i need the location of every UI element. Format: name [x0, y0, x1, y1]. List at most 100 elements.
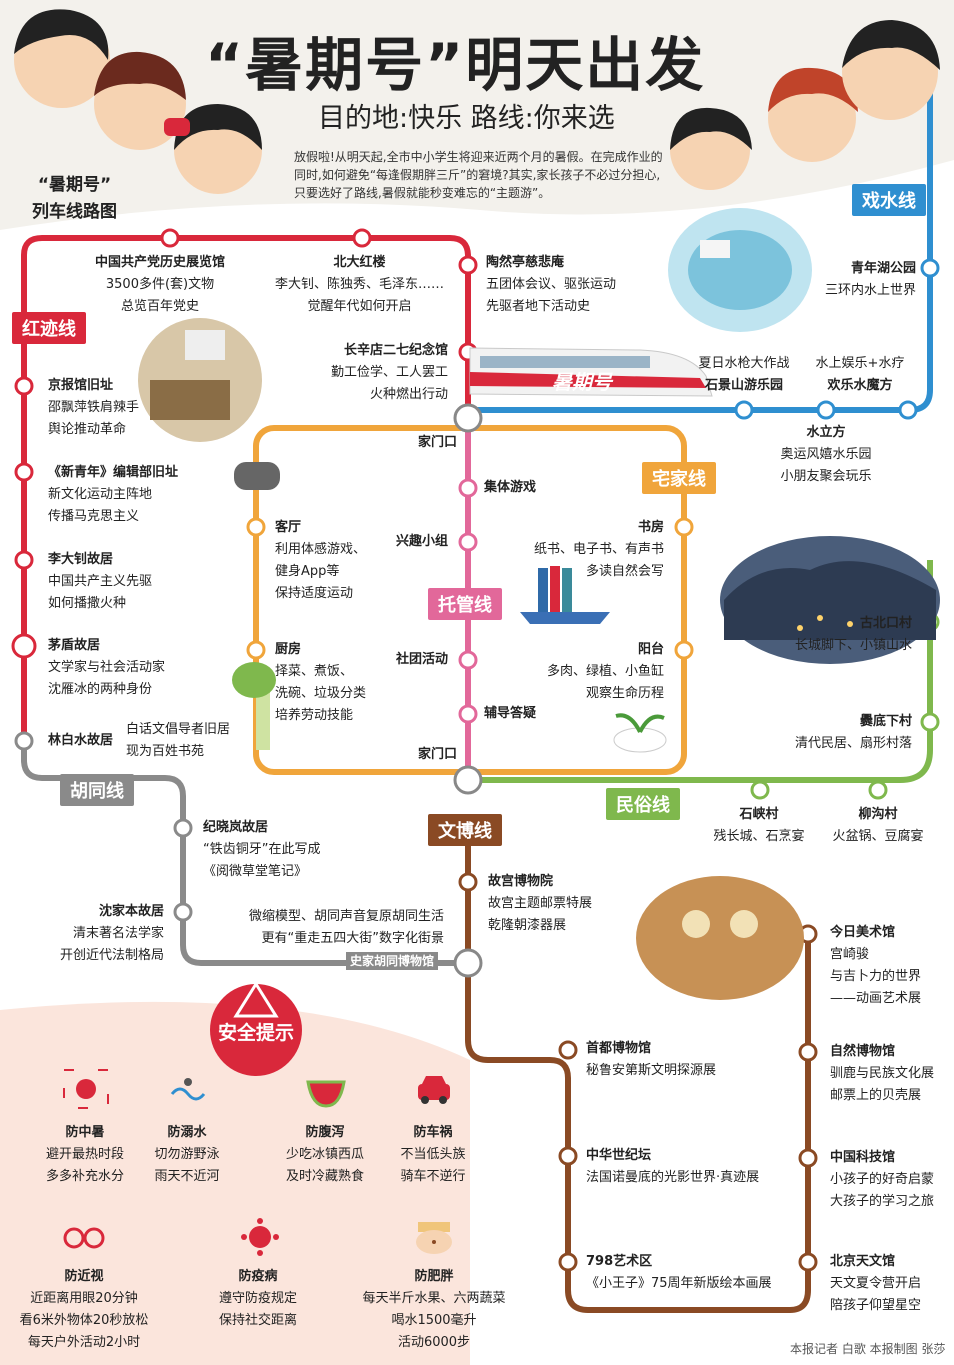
kids-illustration	[14, 9, 940, 194]
station-marker	[458, 872, 478, 892]
station-blue3: 水上娱乐+水疗欢乐水魔方	[815, 356, 905, 393]
station-marker	[352, 228, 372, 248]
catbus-photo	[636, 876, 804, 1000]
station-marker	[160, 228, 180, 248]
town-photo	[720, 536, 940, 664]
station-marker	[558, 1252, 578, 1272]
station-marker	[798, 1252, 818, 1272]
pink-station-4: 辅导答疑	[484, 706, 537, 721]
credit-line: 本报记者 白歌 本报制图 张莎	[790, 1342, 946, 1356]
map-legend: “暑期号” 列车线路图	[32, 172, 117, 226]
station-marker	[14, 462, 34, 482]
station-gray3: 史家胡同博物馆	[346, 952, 439, 970]
transfer-hub	[453, 403, 483, 433]
line-tag-blue: 戏水线	[852, 184, 926, 216]
station-orange4: 阳台多肉、绿植、小鱼缸观察生命历程	[546, 642, 664, 701]
station-green4: 柳沟村火盆锅、豆腐宴	[832, 807, 924, 844]
station-marker	[458, 478, 478, 498]
safety-item-3: 防腹泻少吃冰镇西瓜及时冷藏熟食	[285, 1125, 364, 1184]
line-tag-gray: 胡同线	[60, 774, 134, 806]
plant-illustration	[613, 713, 667, 753]
station-brown7: 中国科技馆小孩子的好奇启蒙大孩子的学习之旅	[830, 1150, 935, 1209]
safety-background	[0, 1001, 470, 1365]
station-marker	[558, 1146, 578, 1166]
station-brown8: 北京天文馆天文夏令营开启陪孩子仰望星空	[830, 1254, 922, 1313]
station-red3: 陶然亭慈悲庵五团体会议、驱张运动先驱者地下活动史	[486, 255, 617, 314]
line-tag-pink: 托管线	[428, 588, 502, 620]
glasses-icon	[63, 1227, 105, 1249]
station-marker	[458, 255, 478, 275]
station-orange1: 客厅利用体感游戏、健身App等保持适度运动	[275, 520, 367, 601]
station-marker	[14, 550, 34, 570]
intro-text: 放假啦!从明天起,全市中小学生将迎来近两个月的暑假。在完成作业的同时,如何避免“…	[294, 150, 663, 200]
line-tag-red: 红迹线	[12, 312, 86, 344]
station-marker	[14, 376, 34, 396]
station-marker	[798, 1042, 818, 1062]
pink-gate-bottom: 家门口	[418, 747, 458, 762]
room-photo	[138, 318, 262, 442]
safety-item-2: 防溺水切勿游野泳雨天不近河	[154, 1125, 220, 1184]
station-blue1: 青年湖公园三环内水上世界	[824, 261, 916, 298]
station-marker	[674, 517, 694, 537]
station-marker	[11, 633, 37, 659]
station-marker	[898, 400, 918, 420]
safety-item-4: 防车祸不当低头族骑车不逆行	[400, 1125, 466, 1184]
car-icon	[418, 1076, 450, 1104]
sun-icon	[63, 1069, 109, 1109]
green-line	[468, 560, 933, 783]
station-orange2: 厨房择菜、煮饭、洗碗、垃圾分类培养劳动技能	[275, 642, 367, 723]
station-green2: 爨底下村清代民居、扇形村落	[794, 714, 912, 751]
station-brown3: 中华世纪坛法国诺曼底的光影世界·真迹展	[586, 1148, 760, 1185]
pink-station-3: 社团活动	[396, 652, 449, 667]
station-green1: 古北口村长城脚下、小镇山水	[794, 616, 912, 653]
station-gray2: 沈家本故居清末著名法学家开创近代法制格局	[59, 904, 164, 963]
station-marker	[920, 258, 940, 278]
station-green3: 石峡村残长城、石烹宴	[713, 807, 805, 844]
page-title: “暑期号”明天出发	[205, 31, 706, 99]
station-marker	[173, 902, 193, 922]
station-red9-desc: 白话文倡导者旧居现为百姓书苑	[126, 722, 231, 759]
station-brown5: 今日美术馆宫崎骏与吉卜力的世界——动画艺术展	[830, 925, 922, 1006]
station-red9: 林白水故居	[48, 733, 114, 748]
safety-badge-bg	[210, 984, 302, 1076]
station-marker	[798, 1148, 818, 1168]
line-tag-orange: 宅家线	[642, 462, 716, 494]
station-red7: 李大钊故居中国共产主义先驱如何播撒火种	[48, 552, 153, 611]
safety-item-7: 防肥胖每天半斤水果、六两蔬菜喝水1500毫升活动6000步	[362, 1269, 506, 1350]
station-red5: 京报馆旧址邵飘萍铁肩辣手舆论推动革命	[48, 378, 140, 437]
warning-icon	[233, 981, 279, 1018]
station-blue2: 夏日水枪大作战石景山游乐园	[698, 356, 790, 393]
gray-line	[21, 740, 468, 966]
watermelon-icon	[306, 1080, 346, 1108]
station-brown2: 首都博物馆秘鲁安第斯文明探源展	[586, 1041, 717, 1078]
red-line	[21, 235, 471, 418]
legend-line2: 列车线路图	[32, 202, 117, 222]
station-marker	[458, 532, 478, 552]
safety-item-5: 防近视近距离用眼20分钟看6米外物体20秒放松每天户外活动2小时	[19, 1269, 149, 1350]
safety-item-1: 防中暑避开最热时段多多补充水分	[45, 1125, 124, 1184]
transfer-hub	[453, 948, 483, 978]
pink-gate-top: 家门口	[418, 435, 458, 450]
virus-icon	[241, 1218, 279, 1256]
station-gray1: 纪晓岚故居“铁齿铜牙”在此写成《阅微草堂笔记》	[203, 820, 321, 879]
station-marker	[173, 818, 193, 838]
brown-line	[465, 930, 811, 1313]
station-marker	[458, 704, 478, 724]
station-marker	[868, 780, 888, 800]
station-marker	[558, 1040, 578, 1060]
station-brown6: 自然博物馆驯鹿与民族文化展邮票上的贝壳展	[830, 1044, 935, 1103]
safety-title: 安全提示	[217, 1022, 294, 1044]
station-marker	[920, 712, 940, 732]
line-tag-brown: 文博线	[428, 814, 502, 846]
station-orange3: 书房纸书、电子书、有声书多读自然会写	[533, 520, 664, 579]
line-tag-green: 民俗线	[606, 788, 680, 820]
belly-icon	[416, 1222, 452, 1254]
legend-line1: “暑期号”	[37, 175, 112, 195]
station-gray3-desc: 微缩模型、胡同声音复原胡同生活更有“重走五四大街”数字化街景	[248, 909, 444, 946]
station-blue4: 水立方奥运风嬉水乐园小朋友聚会玩乐	[780, 425, 872, 484]
station-red4: 长辛店二七纪念馆勤工俭学、工人罢工火种燃出行动	[330, 343, 448, 402]
station-marker	[246, 640, 266, 660]
pink-station-1: 集体游戏	[484, 480, 537, 495]
page-subtitle: 目的地:快乐 路线:你来选	[318, 103, 615, 134]
